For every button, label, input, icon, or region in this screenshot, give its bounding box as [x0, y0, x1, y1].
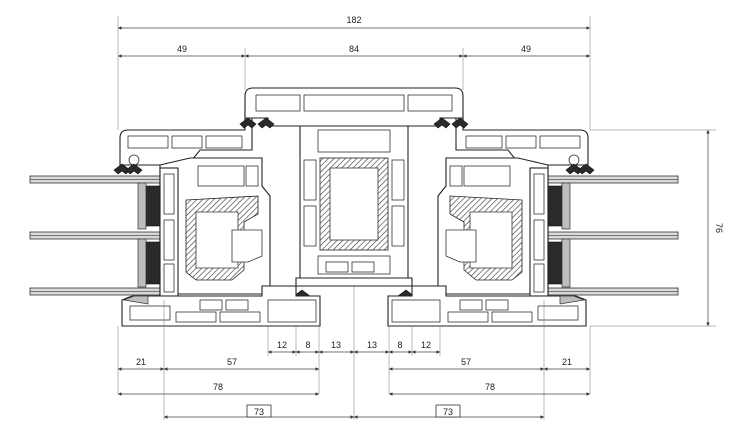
dim-left-sash: 57	[227, 357, 237, 367]
dim-right-frame: 78	[485, 382, 495, 392]
sash-left	[159, 157, 271, 302]
dim-center: 84	[349, 44, 359, 54]
dim-height: 76	[714, 223, 724, 233]
dim-overall-width: 182	[346, 15, 361, 25]
dim-left-8: 8	[305, 340, 310, 350]
sash-right	[437, 157, 549, 302]
glass-right	[547, 175, 679, 296]
dim-left-frame: 78	[213, 382, 223, 392]
spacer-right	[547, 182, 571, 288]
dim-left-outer: 49	[177, 44, 187, 54]
dim-right-glass: 21	[562, 357, 572, 367]
dim-left-13: 13	[331, 340, 341, 350]
dim-left-12: 12	[277, 340, 287, 350]
dim-right-outer: 49	[521, 44, 531, 54]
top-dimensions	[117, 16, 591, 130]
dim-right-8: 8	[397, 340, 402, 350]
bottom-frame-left	[121, 285, 321, 327]
dim-right-sash: 57	[461, 357, 471, 367]
dim-left-glass: 21	[136, 357, 146, 367]
dim-right-12: 12	[421, 340, 431, 350]
bottom-frame-right	[387, 285, 587, 327]
mullion-body	[295, 125, 413, 287]
dim-right-boxed: 73	[443, 407, 453, 417]
outer-frame-left	[119, 111, 253, 166]
dim-left-boxed: 73	[254, 407, 264, 417]
dim-right-13: 13	[367, 340, 377, 350]
spacer-left	[137, 182, 161, 288]
outer-frame-right	[455, 111, 589, 166]
lower-dimensions	[117, 300, 591, 420]
mullion-top	[244, 87, 464, 127]
height-dimension	[590, 129, 716, 327]
